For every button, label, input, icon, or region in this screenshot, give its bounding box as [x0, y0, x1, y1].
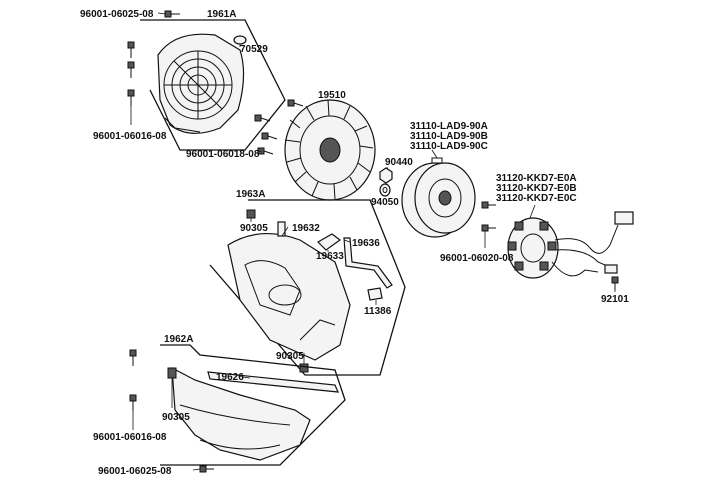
bolt-cover-top [164, 10, 180, 18]
fan-cover-1961A [157, 33, 245, 134]
label-stator-b: 31120-KKD7-E0B [496, 183, 577, 194]
shroud-1963A-outline [209, 199, 406, 376]
label-bolt-bottom: 96001-06025-08 [98, 466, 172, 477]
bolt-stator-1 [481, 201, 496, 209]
grommet-19633 [317, 233, 342, 251]
bolt-fan-4 [257, 147, 274, 155]
bar-19636 [343, 237, 393, 289]
clip-11386 [367, 287, 383, 301]
plate-19626 [207, 371, 339, 393]
bolt-fan-2 [254, 114, 271, 122]
label-rotor-a: 31110-LAD9-90A [410, 121, 488, 132]
flywheel-rotor [401, 157, 476, 238]
clip-90305-top [246, 209, 256, 219]
label-19632: 19632 [292, 223, 320, 234]
bolt-lower-1 [129, 349, 137, 366]
bolt-cover-left-2 [127, 61, 135, 78]
label-1963A: 1963A [236, 189, 265, 200]
clip-90305-low [167, 367, 177, 379]
label-bolt-lower-left: 96001-06016-08 [93, 432, 167, 443]
label-11386: 11386 [364, 306, 392, 317]
label-19636: 19636 [352, 238, 380, 249]
bolt-fan-3 [261, 132, 278, 140]
label-92101: 92101 [601, 294, 629, 305]
label-90305-mid: 90305 [276, 351, 304, 362]
shroud-1963A [227, 232, 351, 361]
lower-shroud-1962A [171, 366, 311, 461]
label-90305-low: 90305 [162, 412, 190, 423]
shroud-1962A-outline [160, 344, 346, 466]
label-bolt-top-left: 96001-06025-08 [80, 9, 154, 20]
nut-90440 [379, 167, 393, 184]
label-bolt-stator: 96001-06020-08 [440, 253, 514, 264]
label-bolt-flywheel: 96001-06018-08 [186, 149, 260, 160]
clip-19632 [277, 221, 286, 237]
bolt-92101 [611, 276, 619, 290]
label-rotor-c: 31110-LAD9-90C [410, 141, 488, 152]
plug-70529 [233, 35, 247, 45]
cooling-fan-19510 [284, 99, 376, 201]
label-70529: 70529 [240, 44, 268, 55]
label-94050: 94050 [371, 197, 399, 208]
label-19626: 19626 [216, 372, 244, 383]
label-90305-top: 90305 [240, 223, 268, 234]
bolt-fan-1 [287, 99, 304, 107]
label-1961A: 1961A [207, 9, 236, 20]
label-stator-a: 31120-KKD7-E0A [496, 173, 577, 184]
label-stator-c: 31120-KKD7-E0C [496, 193, 577, 204]
bolt-cover-left-3 [127, 89, 135, 106]
label-90440: 90440 [385, 157, 413, 168]
stator-assembly [507, 211, 634, 279]
label-19510: 19510 [318, 90, 346, 101]
label-bolt-left-mid: 96001-06016-08 [93, 131, 167, 142]
clip-90305-mid [299, 363, 309, 373]
label-rotor-b: 31110-LAD9-90B [410, 131, 488, 142]
bolt-lower-2 [129, 394, 137, 411]
bolt-bottom [199, 465, 214, 473]
label-19633: 19633 [316, 251, 344, 262]
bolt-cover-left-1 [127, 41, 135, 58]
bolt-stator-2 [481, 224, 496, 232]
label-1962A: 1962A [164, 334, 193, 345]
leader-lines [130, 12, 616, 471]
cover-group-outline [140, 19, 286, 151]
washer-94050 [379, 183, 391, 197]
